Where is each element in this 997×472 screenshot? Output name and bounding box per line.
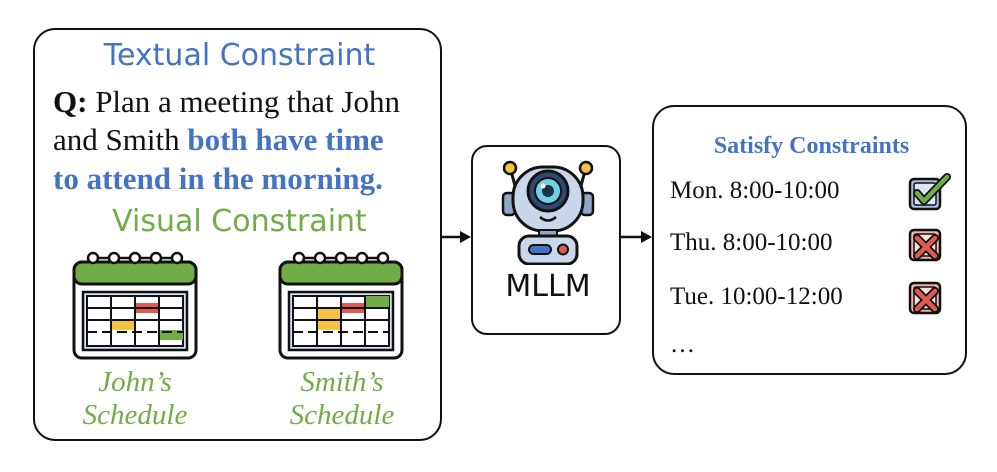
john-caption-line-1: John’s <box>98 366 172 398</box>
calendar-icon-smith <box>278 251 404 360</box>
arrow-to-model-icon <box>442 231 471 243</box>
constraints-panel: Textual Constraint Q: Plan a meeting tha… <box>33 28 442 441</box>
smith-schedule-caption: Smith’s Schedule <box>271 366 413 432</box>
question-prefix: Q: <box>53 84 88 119</box>
question-emphasis-3: to attend in the morning. <box>53 161 383 196</box>
option-tue: Tue. 10:00-12:00 <box>670 283 843 310</box>
question-line-1: Q: Plan a meeting that John <box>53 84 400 120</box>
question-emphasis-2: both have time <box>187 122 384 157</box>
cross-icon <box>908 281 942 315</box>
john-schedule-caption: John’s Schedule <box>65 366 205 432</box>
question-text-2: and Smith <box>53 122 188 157</box>
model-label: MLLM <box>505 269 591 304</box>
check-icon <box>908 173 951 211</box>
question-line-2: and Smith both have time <box>53 122 384 158</box>
smith-caption-line-1: Smith’s <box>300 366 384 398</box>
option-thu: Thu. 8:00-10:00 <box>670 229 833 256</box>
output-panel: Satisfy Constraints Mon. 8:00-10:00 Thu.… <box>652 105 967 375</box>
output-title: Satisfy Constraints <box>713 133 910 159</box>
cross-icon <box>908 228 942 262</box>
option-mon: Mon. 8:00-10:00 <box>670 177 840 204</box>
model-panel: MLLM <box>471 145 621 335</box>
question-text-1: Plan a meeting that John <box>87 84 400 119</box>
robot-icon <box>501 160 595 265</box>
john-caption-line-2: Schedule <box>82 399 188 431</box>
ellipsis: … <box>670 331 695 358</box>
arrow-to-output-icon <box>621 231 652 243</box>
visual-constraint-title: Visual Constraint <box>112 204 367 239</box>
calendar-icon-john <box>72 251 198 360</box>
smith-caption-line-2: Schedule <box>289 399 395 431</box>
textual-constraint-title: Textual Constraint <box>103 38 376 73</box>
